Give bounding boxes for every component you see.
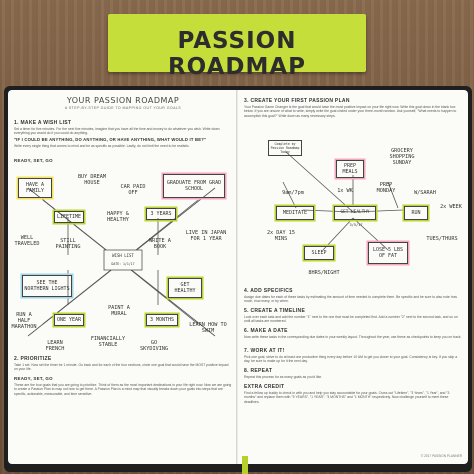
section-8-body: Repeat this process for as many goals as…: [244, 375, 323, 379]
goal-live-in-japan: LIVE IN JAPAN FOR 1 YEAR: [185, 230, 227, 242]
section-1-body: Set a timer for five minutes. For the ne…: [14, 127, 220, 136]
section-3-body: Your Passion Game Changer is the goal th…: [244, 105, 457, 118]
mind-map-lines: [27, 187, 216, 337]
extra-credit-body: Find a fellow up buddy to check in with …: [244, 391, 450, 404]
goal-get-healthy: GET HEALTHY: [168, 278, 202, 298]
task-time: 9am/7pm: [282, 190, 304, 196]
task-8hrs: 8HRS/NIGHT: [308, 270, 340, 276]
task-meditate: MEDITATE: [276, 206, 314, 220]
goal-happy-healthy: HAPPY & HEALTHY: [107, 211, 129, 223]
ready-set-go: READY, SET, GO: [14, 158, 53, 163]
goal-financially-stable: FINANCIALLY STABLE: [90, 336, 126, 348]
extra-credit-heading: EXTRA CREDIT: [244, 384, 285, 390]
section-2-body: Take 1 set. Now set the timer for 1 minu…: [14, 363, 229, 372]
goal-get-healthy-center: GET HEALTHY: [334, 206, 376, 220]
passion-plan-lines: [282, 151, 404, 251]
task-with-sarah: W/SARAH: [414, 190, 436, 196]
section-6-body: Now write these tasks in the correspondi…: [244, 335, 462, 339]
task-prep-meals: PREP MEALS: [336, 160, 364, 178]
goal-still-painting: STILL PAINTING: [55, 238, 81, 250]
goal-write-a-book: WRITE A BOOK: [149, 238, 171, 250]
task-2x-week: 2x WEEK: [440, 204, 462, 210]
goal-buy-dream-house: BUY DREAM HOUSE: [77, 174, 107, 186]
goal-go-skydiving: GO SKYDIVING: [140, 340, 169, 352]
task-tues-thurs: TUES/THURS: [426, 236, 458, 242]
goal-car-paid-off: CAR PAID OFF: [120, 184, 146, 196]
section-4-body: Assign due dates for each of these tasks…: [244, 295, 457, 304]
copyright: © 2017 PASSION PLANNER: [420, 454, 462, 458]
goal-have-a-family: HAVE A FAMILY: [18, 178, 52, 198]
section-4-heading: 4. ADD SPECIFICS: [244, 288, 293, 294]
ready-set-go-2: READY, SET, GO: [14, 376, 53, 381]
section-2-heading: 2. PRIORITIZE: [14, 356, 52, 362]
title-banner: PASSION ROADMAP: [108, 14, 366, 80]
left-page-subtitle: A STEP-BY-STEP GUIDE TO MAPPING OUT YOUR…: [64, 106, 182, 110]
task-prep-monday: PREP MONDAY: [376, 182, 396, 194]
wish-quote: "IF I COULD BE ANYTHING, DO ANYTHING, OR…: [14, 137, 207, 142]
goal-well-traveled: WELL TRAVELED: [14, 235, 40, 247]
section-8-heading: 8. REPEAT: [244, 368, 273, 374]
task-sleep: SLEEP: [304, 246, 334, 260]
goal-paint-a-mural: PAINT A MURAL: [108, 305, 130, 317]
section-6-heading: 6. MAKE A DATE: [244, 328, 288, 334]
left-page-title: YOUR PASSION ROADMAP: [66, 96, 180, 105]
goal-learn-french: LEARN FRENCH: [45, 340, 65, 352]
task-lose-fat: LOSE 5 LBS OF FAT: [368, 242, 408, 264]
task-1x-week: 1x WK: [337, 188, 353, 194]
section-7-body: Pick one goal, strive to do at least one…: [244, 355, 458, 364]
timeframe-one-year: ONE YEAR: [54, 314, 84, 326]
banner-title: PASSION ROADMAP: [167, 28, 307, 80]
right-page: 3. CREATE YOUR FIRST PASSION PLAN Your P…: [238, 90, 468, 464]
section-7-heading: 7. WORK AT IT!: [244, 348, 285, 354]
wish-list-date: DATE: 1/1/17: [111, 262, 135, 266]
sample-goal-box: Complete my Passion Roadmap Today: [268, 140, 302, 156]
task-2x-day: 2x DAY 15 MINS: [266, 230, 296, 242]
section-5-body: Look over each task and add the number "…: [244, 315, 458, 324]
goal-graduate: GRADUATE FROM GRAD SCHOOL: [163, 174, 225, 198]
timeframe-3-months: 3 MONTHS: [146, 314, 178, 326]
section-2-body-2: These are the four goals that you are go…: [14, 383, 232, 396]
goal-date: 3/5/17: [349, 223, 363, 227]
timeframe-3-years: 3 YEARS: [146, 208, 176, 220]
section-5-heading: 5. CREATE A TIMELINE: [244, 308, 306, 314]
goal-learn-to-swim: LEARN HOW TO SWIM: [189, 322, 227, 334]
timeframe-lifetime: LIFETIME: [54, 211, 84, 223]
goal-half-marathon: RUN A HALF MARATHON: [11, 312, 37, 330]
section-3-heading: 3. CREATE YOUR FIRST PASSION PLAN: [244, 98, 350, 104]
task-run: RUN: [404, 206, 428, 220]
section-1-body-2: Write every single thing that comes to m…: [14, 144, 190, 148]
wish-list-center: WISH LIST: [112, 253, 134, 258]
left-page: YOUR PASSION ROADMAP A STEP-BY-STEP GUID…: [8, 90, 238, 464]
goal-northern-lights: SEE THE NORTHERN LIGHTS: [22, 275, 72, 297]
bookmark-ribbon: [242, 456, 248, 474]
task-grocery-shopping: GROCERY SHOPPING SUNDAY: [389, 148, 415, 166]
section-1-heading: 1. MAKE A WISH LIST: [14, 120, 72, 126]
